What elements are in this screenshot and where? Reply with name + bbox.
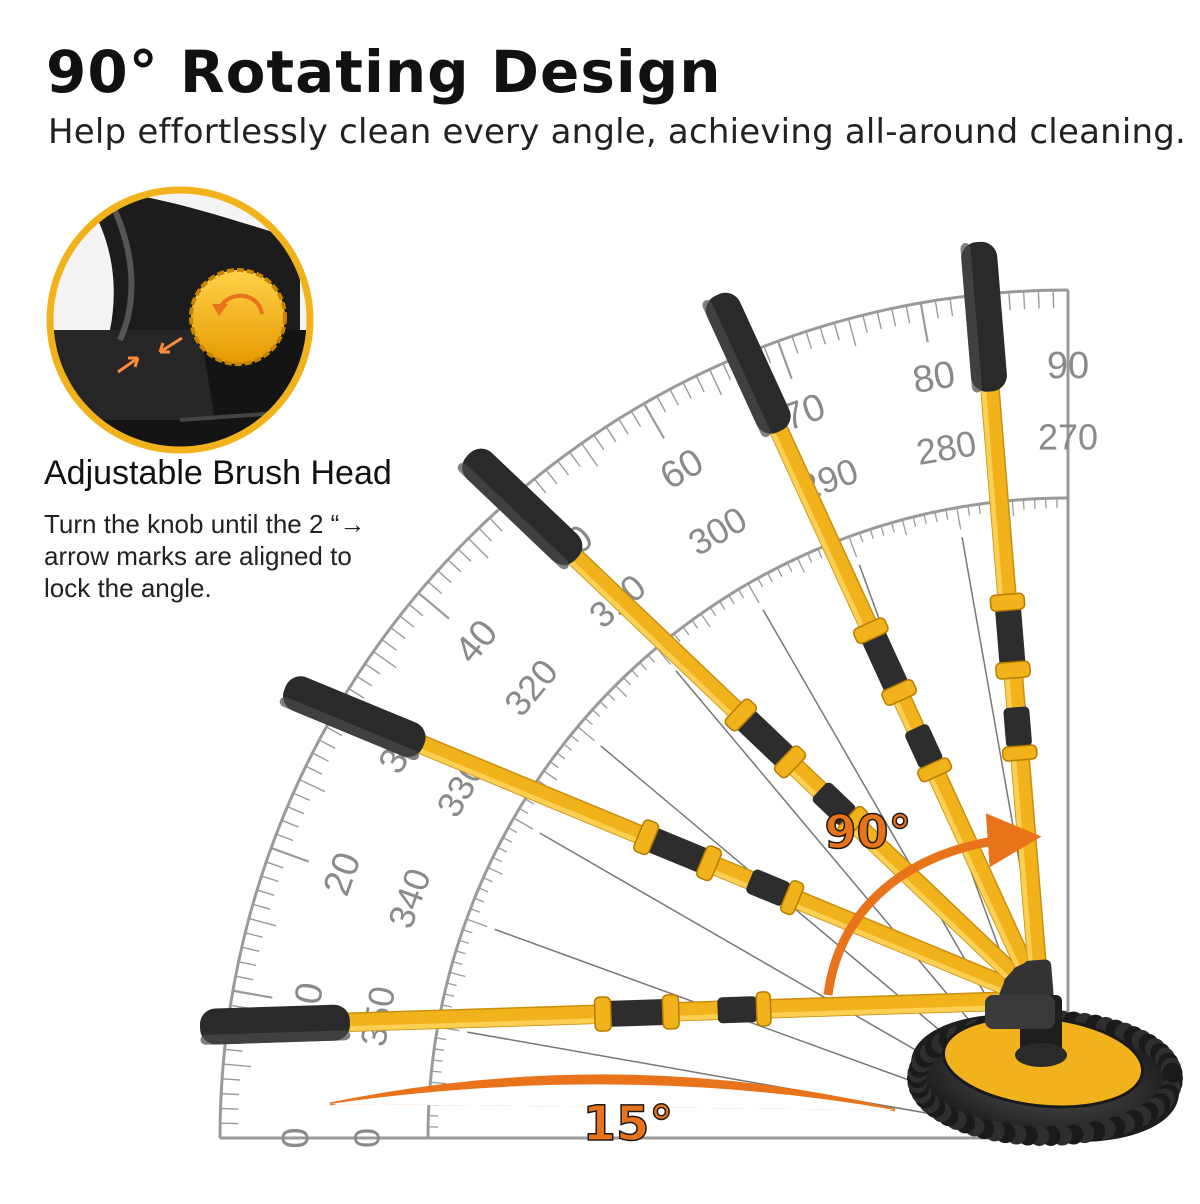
scale-label-inner: 320 [496,651,566,723]
knob-detail-inset [40,180,320,470]
scale-label-outer: 80 [909,353,958,402]
scale-label-inner: 280 [913,422,979,473]
scale-label-outer: 60 [653,441,711,499]
scale-label-outer: 90 [1047,345,1089,387]
rotation-angle-label: 90° [824,805,911,859]
scale-label-outer: 40 [447,612,506,671]
scale-label-inner: 0 [347,1128,388,1148]
rotate-arrow-icon [191,270,285,364]
scale-label-inner: 300 [681,498,754,564]
tilt-angle-label: 15° [583,1096,674,1152]
scale-label-outer: 0 [275,1127,317,1148]
brush-head [903,995,1188,1158]
mop-pole [278,671,1047,1016]
page-title: 90° Rotating Design [46,38,722,106]
mop-pole [456,442,1053,1013]
page-subtitle: Help effortlessly clean every angle, ach… [48,112,1186,152]
scale-label-inner: 270 [1038,417,1098,458]
scale-label-outer: 20 [316,847,370,901]
mop-pole [960,241,1058,1002]
scale-label-inner: 340 [380,863,439,933]
feature-title: Adjustable Brush Head [44,454,392,493]
feature-description: Turn the knob until the 2 “→ arrow marks… [44,508,404,604]
